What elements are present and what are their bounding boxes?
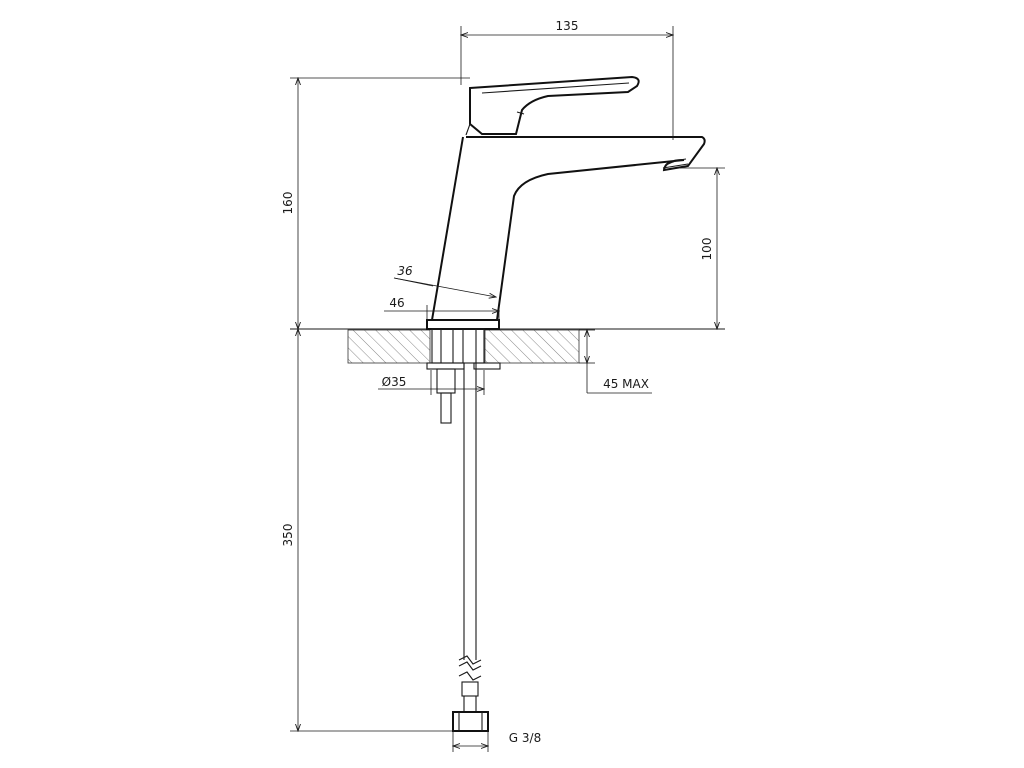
dimension-hose-thread: G 3/8 (453, 731, 541, 752)
dimension-base-width: 46 (384, 296, 499, 320)
base-flange (426, 319, 500, 330)
dim-label-spout-reach: 135 (556, 19, 579, 33)
spout (430, 136, 706, 321)
dimension-spout-reach: 135 (461, 19, 673, 140)
dimension-spout-height: 100 (680, 168, 725, 329)
faucet-body (426, 75, 706, 330)
dim-label-max-deck: 45 MAX (603, 377, 649, 391)
dim-label-shank-diameter: Ø35 (382, 375, 407, 389)
mounting-hardware (426, 328, 501, 424)
flexible-hose (452, 363, 489, 732)
lever-handle (469, 75, 640, 135)
countertop-section (290, 328, 725, 364)
dimension-max-deck: 45 MAX (579, 330, 652, 394)
dimension-body-width: 36 (393, 264, 496, 297)
dim-label-hose-thread: G 3/8 (509, 731, 541, 745)
dim-label-body-width: 36 (397, 264, 413, 278)
dimension-hose-length: 350 (281, 329, 455, 731)
dim-label-total-height: 160 (281, 192, 295, 215)
dimension-shank-diameter: Ø35 (378, 370, 484, 395)
hose-nut (452, 711, 489, 732)
dim-label-spout-height: 100 (700, 238, 714, 261)
dim-label-base-width: 46 (389, 296, 404, 310)
dim-label-hose-length: 350 (281, 524, 295, 547)
dimension-total-height: 160 (281, 78, 470, 329)
